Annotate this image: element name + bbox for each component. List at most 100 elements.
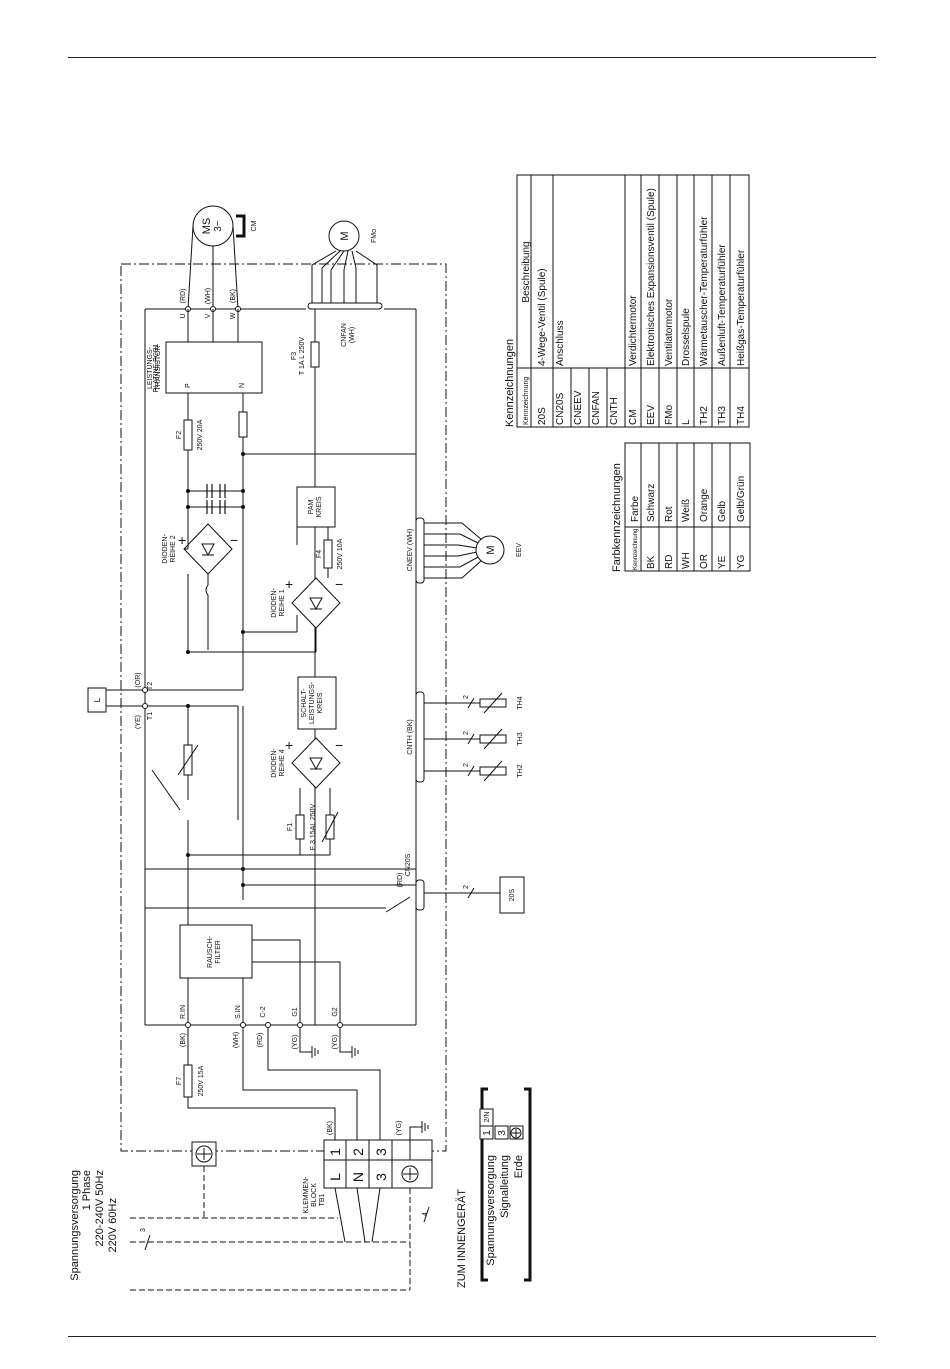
cneev-label: CNEEV (WH) — [407, 529, 414, 571]
source-line2: 220V 60Hz — [107, 1198, 119, 1252]
diode-bridge-2: DIODEN- REIHE 2 + − — [162, 523, 244, 652]
rin-label: R.IN — [180, 1005, 187, 1019]
legend-colors: Farbkennzeichnungen Kennzeichnung Farbe — [611, 442, 751, 572]
diode1-line1: DIODEN- — [271, 588, 278, 618]
reactor-l: L (OR) T2 (YE) T1 — [87, 672, 243, 820]
sin-label: S.IN — [235, 1005, 242, 1019]
f2-label: F2 — [176, 431, 183, 439]
colors-row-color: Gelb/Grün — [736, 476, 747, 522]
th2-wires: 2 — [463, 763, 470, 767]
cn20s-color: (RD) — [397, 873, 404, 888]
cnth-label: CNTH (BK) — [407, 719, 414, 754]
codes-row-desc: Wärmetauscher-Temperaturfühler — [699, 216, 710, 366]
diode2-line2: REIHE 2 — [170, 535, 177, 562]
switch-line1: SCHALT- — [301, 688, 308, 718]
colors-header-key: Kennzeichnung — [633, 529, 639, 570]
colors-row-key: YG — [736, 554, 747, 569]
f1-rating: F 3.15AL 250V — [310, 803, 317, 850]
colors-header-color: Farbe — [630, 495, 641, 522]
diode4-line2: REIHE 4 — [279, 749, 286, 776]
u-label: U — [180, 313, 187, 318]
th3-label: TH3 — [517, 732, 524, 745]
f3-rating: T 1A L 250V — [299, 337, 306, 375]
f1-label: F1 — [287, 823, 294, 831]
w-wire-color: (BK) — [230, 289, 237, 303]
indoor-item-2: Signalleitung — [499, 1155, 511, 1218]
switch-line3: KREIS — [317, 692, 324, 713]
th2-label: TH2 — [517, 764, 524, 777]
valve-connector: (RD) CN20S 2 20S — [145, 706, 525, 914]
diode2-minus: − — [230, 532, 238, 548]
tb-n: N — [350, 1172, 366, 1182]
diode-bridge-1: DIODEN- REIHE 1 + − — [186, 560, 343, 690]
f4-label: F4 — [316, 550, 323, 558]
fuse-f3: F3 T 1A L 250V — [291, 309, 320, 1025]
cm-label: CM — [251, 220, 258, 231]
f2-rating: 250V 20A — [197, 419, 204, 450]
codes-row-key: CM — [628, 409, 639, 425]
pam-circuit: PAM KREIS F4 250V 10A — [296, 486, 344, 578]
tb-label-1: KLEMMEN- — [303, 1176, 310, 1214]
colors-row-key: YE — [717, 555, 728, 569]
pcb-label: PLATINE PCB1 — [153, 343, 160, 392]
legend-codes-title: Kennzeichnungen — [504, 339, 516, 427]
codes-row-desc: Heißgas-Temperaturfühler — [736, 249, 747, 366]
t1-color: (YE) — [135, 715, 142, 729]
eev-label: EEV — [516, 543, 523, 557]
tb-3-lower: 3 — [373, 1173, 389, 1181]
f7-label: F7 — [176, 1077, 183, 1085]
f7-rating: 250V 15A — [198, 1065, 205, 1096]
codes-row-key: CN20S — [555, 392, 566, 425]
colors-row-key: WH — [681, 552, 692, 569]
colors-row-color: Schwarz — [646, 484, 657, 522]
tb-label-2: BLOCK — [311, 1183, 318, 1207]
diode4-plus: + — [285, 737, 293, 753]
tb-1: 1 — [327, 1148, 343, 1156]
fuse-f2: F2 250V 20A — [176, 419, 204, 535]
p-label: P — [185, 383, 192, 388]
legend-colors-rows: BKSchwarzRDRotWHWeißOROrangeYEGelbYGGelb… — [646, 476, 747, 569]
rin-color: (BK) — [180, 1033, 187, 1047]
codes-row-desc: Anschluss — [555, 320, 566, 366]
indoor-item-3: Erde — [513, 1155, 525, 1178]
tb-label-3: TB1 — [319, 1193, 326, 1206]
colors-row-color: Rot — [664, 506, 675, 522]
t2-color: (OR) — [135, 672, 142, 687]
diode2-line1: DIODEN- — [162, 534, 169, 564]
switching-circuit: SCHALT- LEISTUNGS- KREIS DIODEN- REIHE 4… — [188, 676, 343, 856]
codes-row-key: TH4 — [736, 406, 747, 425]
colors-row-key: BK — [646, 555, 657, 569]
codes-row-key: CNEEV — [573, 390, 584, 425]
supply-wire-count: 3 — [140, 1228, 147, 1232]
g1-color: (YG) — [292, 1035, 299, 1050]
valve-wires: 2 — [463, 885, 470, 889]
reactor-label: L — [93, 697, 102, 702]
w-label: W — [230, 312, 237, 319]
codes-row-key: TH2 — [699, 406, 710, 425]
terminal-block-tb1: L N 3 1 2 3 KLEMMEN- BLOCK TB1 (BK) (YG) — [303, 1121, 433, 1214]
legend-colors-title: Farbkennzeichnungen — [611, 463, 623, 572]
f3-label: F3 — [291, 352, 298, 360]
u-wire-color: (RD) — [180, 289, 187, 304]
valve-20s-label: 20S — [509, 888, 516, 901]
source-phase: 1 Phase — [81, 1170, 93, 1210]
ms-label: MS — [201, 218, 213, 235]
cn20s-label: CN20S — [405, 853, 412, 876]
colors-row-key: RD — [664, 555, 675, 569]
power-transistor: PLATINE PCB1 LEISTUNGS- TRANSISTOR P N — [147, 341, 263, 454]
codes-row-key: CNFAN — [591, 391, 602, 425]
indoor-wire-count: 4 — [422, 1212, 429, 1216]
thermistor-connector: CNTH (BK) 2 2 2 TH4 TH3 TH2 — [407, 691, 524, 783]
colors-row-color: Orange — [699, 488, 710, 522]
codes-header-key: Kennzeichnung — [523, 377, 530, 425]
power-transistor-line2: TRANSISTOR — [155, 346, 162, 391]
codes-row-desc: Außenluft-Temperaturfühler — [717, 244, 728, 366]
key-3: 3 — [497, 1130, 508, 1136]
t2-label: T2 — [147, 682, 154, 690]
top-rule — [68, 57, 876, 58]
eev-motor-m: M — [485, 545, 497, 554]
ms-phase-label: 3~ — [213, 220, 224, 232]
key-1: 1 — [482, 1130, 493, 1136]
